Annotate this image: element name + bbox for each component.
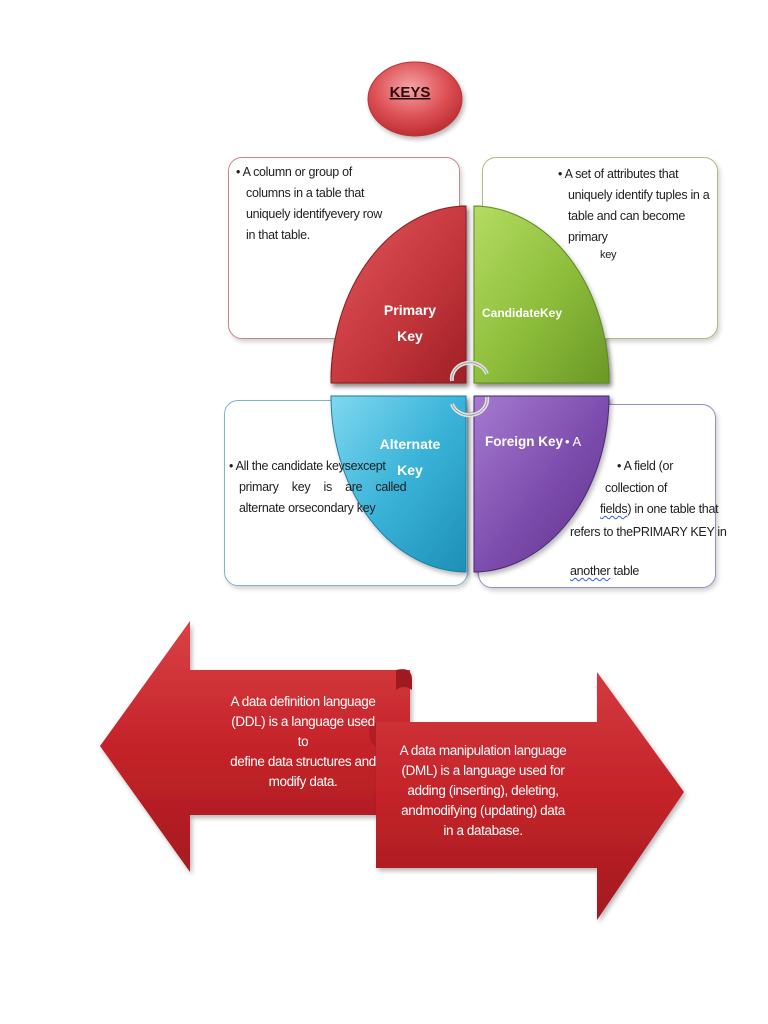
foreign-key-desc-line-2: collection of — [605, 478, 667, 499]
primary-key-title-line1: Primary — [384, 302, 436, 318]
foreign-key-desc-text-3b: ) in one table that — [627, 502, 719, 516]
candidate-key-title: CandidateKey — [482, 306, 562, 320]
candidate-key-description: • A set of attributes that uniquely iden… — [558, 164, 710, 262]
foreign-key-desc-text-2: collection of — [605, 481, 668, 495]
candidate-key-desc-line-5: key — [600, 249, 617, 261]
candidate-key-desc-line: • A set of attributes that — [558, 167, 679, 181]
ddl-line-3: define data structures and — [230, 754, 376, 769]
dml-arrow — [368, 672, 684, 920]
candidate-key-desc-line-2: uniquely identify tuples in a — [568, 188, 710, 202]
alternate-key-title-line1: Alternate — [380, 436, 441, 452]
primary-key-title-line2: Key — [397, 328, 423, 344]
alternate-key-quadrant-fill — [330, 395, 467, 573]
ddl-line-1: A data definition language — [230, 694, 376, 709]
primary-key-desc-line-4: in that table. — [246, 228, 310, 242]
primary-key-desc-line: uniquely identifyevery row — [236, 204, 382, 225]
alternate-key-desc-line-3: alternate orsecondary key — [229, 498, 406, 519]
candidate-key-quadrant-fill — [473, 205, 610, 384]
foreign-key-quadrant-fill — [473, 395, 610, 573]
title-text: KEYS — [390, 84, 431, 101]
dml-line-5: in a database. — [443, 823, 523, 838]
alternate-key-desc-text-3: alternate orsecondary key — [239, 501, 376, 515]
foreign-key-desc-line-4: refers to thePRIMARY KEY in — [570, 522, 727, 543]
primary-key-description: • A column or group of columns in a tabl… — [236, 162, 382, 246]
foreign-key-desc-text-4: refers to thePRIMARY KEY in — [570, 525, 727, 539]
candidate-key-desc-line: table and can become — [558, 206, 709, 227]
candidate-key-desc-line: key — [558, 248, 709, 262]
primary-key-desc-line-3: uniquely identifyevery row — [246, 207, 383, 221]
candidate-key-desc-line: primary — [558, 227, 709, 248]
primary-key-desc-line-1: A column or group of — [242, 165, 353, 179]
foreign-key-desc-text-5b: table — [610, 564, 640, 578]
alternate-key-desc-line-2: primary key is are called — [229, 477, 407, 498]
candidate-key-desc-line-4: primary — [568, 230, 608, 244]
foreign-key-title: Foreign Key — [485, 434, 564, 449]
primary-key-desc-line-2: columns in a table that — [246, 186, 365, 200]
ddl-description: A data definition language (DDL) is a la… — [228, 692, 378, 792]
foreign-key-desc-text-1: A field (or — [623, 459, 674, 473]
ddl-arrow — [100, 621, 412, 872]
foreign-key-desc-text-5a: another — [570, 564, 611, 578]
ddl-line-4: modify data. — [268, 774, 338, 789]
cycle-arrows-overlay-icon — [449, 360, 490, 418]
foreign-key-description: • A field (or — [575, 456, 673, 477]
primary-key-desc-line: columns in a table that — [236, 183, 382, 204]
primary-key-desc-line: in that table. — [236, 225, 382, 246]
dml-description: A data manipulation language (DML) is a … — [398, 741, 568, 841]
alternate-key-desc-text-1: All the candidate keysexcept — [235, 459, 386, 473]
dml-line-3: adding (inserting), deleting, — [407, 783, 559, 798]
candidate-key-desc-line: uniquely identify tuples in a — [558, 185, 710, 206]
alternate-key-desc-line-1: • All the candidate keysexcept — [229, 459, 386, 473]
dml-line-1: A data manipulation language — [399, 743, 567, 758]
foreign-key-desc-line-1: • A field (or — [617, 459, 674, 473]
alternate-key-description: • All the candidate keysexcept primary k… — [229, 456, 407, 519]
foreign-key-desc-line-3: fields) in one table that — [600, 499, 719, 520]
foreign-key-title-suffix: • A — [565, 434, 581, 449]
dml-line-2: (DML) is a language used for — [401, 763, 565, 778]
candidate-key-desc-line-1: A set of attributes that — [564, 167, 679, 181]
foreign-key-suffix-letter: A — [572, 434, 581, 449]
candidate-key-desc-line-3: table and can become — [568, 209, 686, 223]
alternate-key-desc-text-2: primary key is are called — [239, 480, 407, 494]
dml-line-4: andmodifying (updating) data — [401, 803, 565, 818]
alternate-key-title-line2: Key — [397, 462, 423, 478]
foreign-key-desc-text-3a: fields — [600, 502, 628, 516]
foreign-key-desc-line-5: another table — [570, 561, 639, 582]
primary-key-quadrant-fill — [330, 205, 467, 384]
title-oval: KEYS — [367, 61, 463, 137]
ddl-line-2: (DDL) is a language used to — [231, 714, 375, 749]
primary-key-desc-line: • A column or group of — [236, 165, 353, 179]
